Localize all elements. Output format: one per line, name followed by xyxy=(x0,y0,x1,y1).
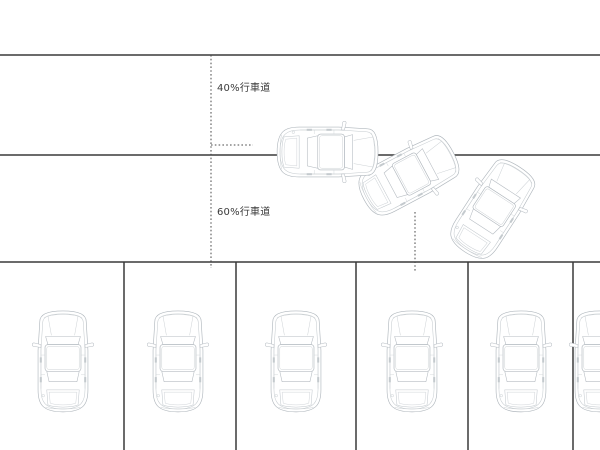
parked-car xyxy=(380,310,444,413)
parked-car xyxy=(489,310,553,413)
parked-car xyxy=(568,310,600,413)
dimension-guides xyxy=(210,55,416,272)
stall-dividers xyxy=(123,262,574,450)
aisle-label-upper: 40%行車道 xyxy=(217,83,271,94)
parked-car xyxy=(264,310,328,413)
parked-cars-row xyxy=(31,310,600,413)
parked-car xyxy=(31,310,95,413)
maneuver-path-cars xyxy=(276,120,546,269)
parked-car xyxy=(146,310,210,413)
maneuver-car-step-1 xyxy=(276,120,379,184)
aisle-label-lower: 60%行車道 xyxy=(217,207,271,218)
